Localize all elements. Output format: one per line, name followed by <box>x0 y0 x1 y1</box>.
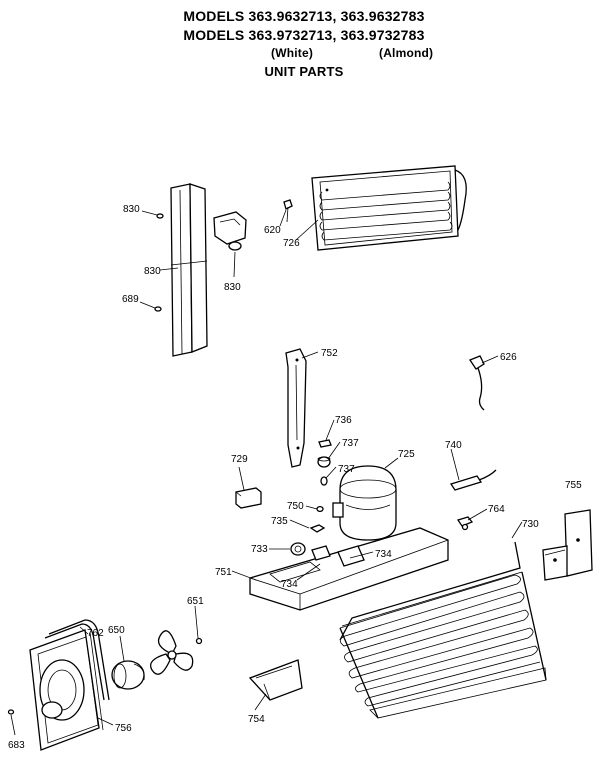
fan-blade-651 <box>149 630 203 675</box>
label-830-hinge: 830 <box>224 282 241 293</box>
wire-626 <box>469 355 485 411</box>
label-762: 762 <box>87 628 104 639</box>
fan-motor-650 <box>111 660 145 690</box>
leader-lines <box>10 209 523 736</box>
bracket-752 <box>285 348 307 468</box>
fan-shroud-756 <box>29 629 104 751</box>
label-754: 754 <box>248 714 265 725</box>
label-729: 729 <box>231 454 248 465</box>
label-726: 726 <box>283 238 300 249</box>
label-651: 651 <box>187 596 204 607</box>
label-740: 740 <box>445 440 462 451</box>
label-626: 626 <box>500 352 517 363</box>
clip-620 <box>283 199 293 223</box>
label-755: 755 <box>565 480 582 491</box>
label-734-right: 734 <box>375 549 392 560</box>
hinge-830 <box>213 211 247 251</box>
models-line-1: MODELS 363.9632713, 363.9632783 <box>183 8 425 24</box>
screw-830-top <box>156 213 164 219</box>
label-736: 736 <box>335 415 352 426</box>
label-730: 730 <box>522 519 539 530</box>
base-pan-751 <box>249 527 449 611</box>
grommet-736 <box>318 439 332 448</box>
label-764: 764 <box>488 504 505 515</box>
fitting-733 <box>290 542 306 556</box>
screw-683 <box>7 709 15 715</box>
callouts: 830 830 830 689 620 726 752 626 736 737 … <box>8 204 582 751</box>
label-735: 735 <box>271 516 288 527</box>
grommet-737-upper <box>317 456 331 468</box>
grommet-737-lower <box>320 476 328 486</box>
drier-740 <box>449 469 497 491</box>
label-830-mid: 830 <box>144 266 161 277</box>
label-650: 650 <box>108 625 125 636</box>
label-689: 689 <box>122 294 139 305</box>
clip-750 <box>316 505 324 513</box>
compressor-725 <box>332 465 397 541</box>
label-737-upper: 737 <box>342 438 359 449</box>
label-734-left: 734 <box>281 579 298 590</box>
label-725: 725 <box>398 449 415 460</box>
label-756: 756 <box>115 723 132 734</box>
page-title: UNIT PARTS <box>264 64 344 79</box>
label-751: 751 <box>215 567 232 578</box>
models-line-2: MODELS 363.9732713, 363.9732783 <box>183 27 425 43</box>
almond-label: (Almond) <box>379 46 434 60</box>
white-label: (White) <box>271 46 314 60</box>
bracket-755 <box>542 509 593 581</box>
label-752: 752 <box>321 348 338 359</box>
evaporator-726 <box>311 165 467 251</box>
part-735 <box>309 524 326 533</box>
screw-689 <box>154 306 162 312</box>
label-620: 620 <box>264 225 281 236</box>
bracket-754 <box>248 659 303 701</box>
label-683: 683 <box>8 740 25 751</box>
label-830-top: 830 <box>123 204 140 215</box>
label-733: 733 <box>251 544 268 555</box>
label-737-lower: 737 <box>338 464 355 475</box>
label-750: 750 <box>287 501 304 512</box>
condenser-730 <box>339 541 547 719</box>
vertical-rail <box>170 183 208 357</box>
relay-729 <box>235 487 262 509</box>
gasket-762 <box>44 619 110 701</box>
